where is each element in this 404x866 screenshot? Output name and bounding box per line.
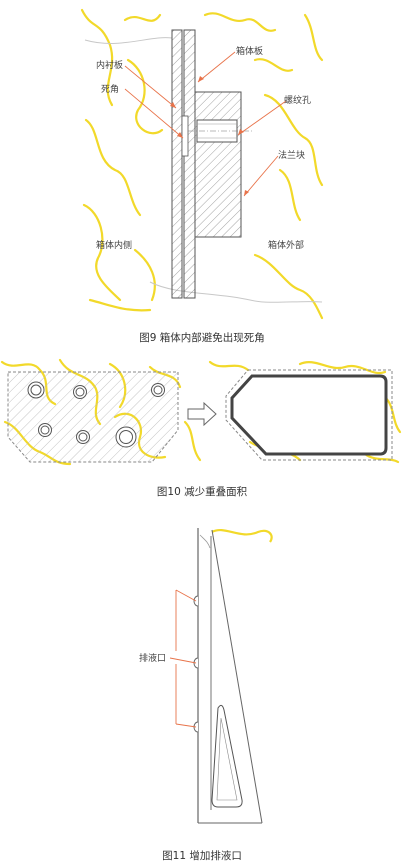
plate-after-inner	[230, 374, 388, 456]
background-contours	[80, 8, 324, 320]
box-plate	[183, 29, 196, 299]
label-box-outside: 箱体外部	[268, 239, 304, 251]
arrow-right-icon	[187, 401, 217, 427]
leader-lines	[124, 51, 287, 197]
label-box-plate: 箱体板	[236, 45, 263, 57]
wall-slanted	[211, 529, 263, 824]
dead-corner-gap	[181, 115, 189, 157]
caption-figure-11: 图11 增加排液口	[162, 850, 242, 862]
background-contour	[211, 529, 273, 543]
label-flange-block: 法兰块	[278, 149, 305, 161]
figure-9: 内衬板 死角 箱体板 螺纹孔 法兰块 箱体内侧 箱体外部	[0, 0, 404, 320]
figure-11: 排液口	[0, 510, 404, 835]
figure-9-drawing: 内衬板 死角 箱体板 螺纹孔 法兰块 箱体内侧 箱体外部	[80, 8, 324, 320]
label-box-inside: 箱体内侧	[96, 239, 132, 251]
caption-figure-9: 图9 箱体内部避免出现死角	[139, 332, 265, 344]
break-line	[84, 37, 173, 44]
drain-bracket	[169, 589, 197, 728]
bolt-holes	[27, 381, 165, 448]
figure-11-drawing: 排液口	[139, 528, 273, 824]
caption-figure-10: 图10 减少重叠面积	[156, 486, 248, 498]
drain-notches	[193, 595, 199, 733]
figure-10-drawing	[0, 358, 402, 466]
label-drain-outlet: 排液口	[139, 652, 166, 664]
plate-after	[225, 369, 393, 461]
triangular-cutout	[211, 704, 243, 808]
flange-block	[194, 91, 242, 238]
label-thread-hole: 螺纹孔	[284, 94, 311, 106]
label-inner-liner: 内衬板	[96, 59, 123, 71]
figure-10	[0, 352, 404, 470]
label-dead-corner: 死角	[101, 83, 119, 95]
inner-liner-plate	[171, 29, 183, 299]
